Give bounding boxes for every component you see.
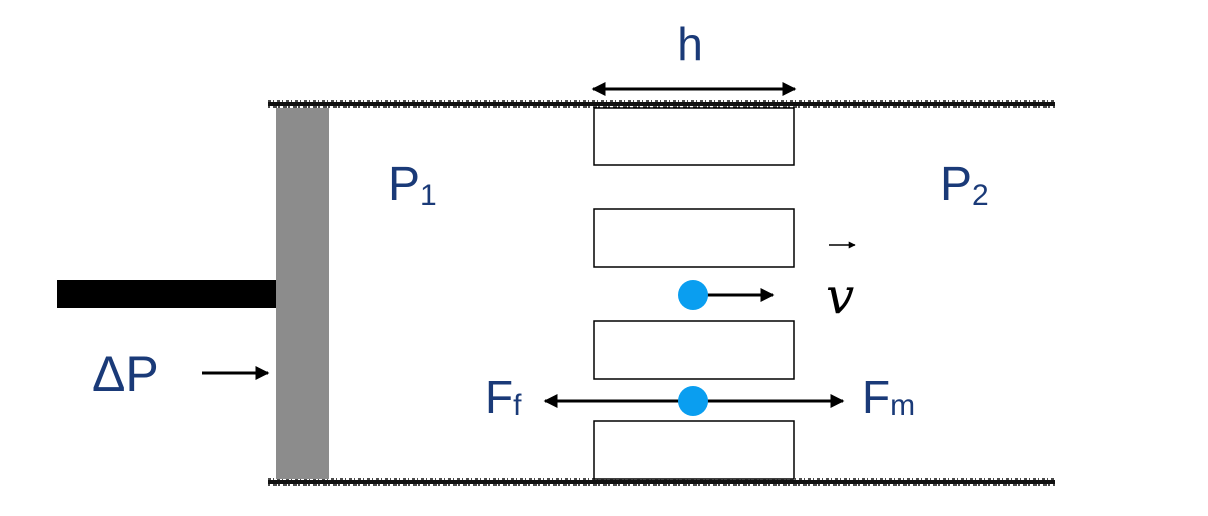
ff-label-main: F [485,371,513,423]
p1-label: P1 [388,158,437,212]
p2-label: P2 [940,158,989,212]
force-particle [678,386,708,416]
ff-label: Ff [485,371,522,423]
fm-label: Fm [862,371,915,423]
p2-label-main: P [940,158,972,211]
piston-rod [57,280,279,308]
p2-label-sub: 2 [972,179,989,212]
bottom-wall [268,478,1055,486]
fm-label-main: F [862,371,890,423]
p1-label-main: P [388,158,420,211]
obstacle-box-2 [593,208,795,268]
obstacle-box-3 [593,320,795,380]
ff-label-sub: f [513,389,522,422]
obstacle-box-4 [593,420,795,480]
h-label: h [677,18,703,70]
top-wall [268,100,1055,108]
piston-plate [276,108,329,479]
fm-label-sub: m [890,389,915,422]
p1-label-sub: 1 [420,179,437,212]
velocity-particle [678,280,708,310]
delta-p-label: ΔP [92,346,159,402]
v-label: v [826,267,854,325]
obstacle-box-1 [593,107,795,166]
